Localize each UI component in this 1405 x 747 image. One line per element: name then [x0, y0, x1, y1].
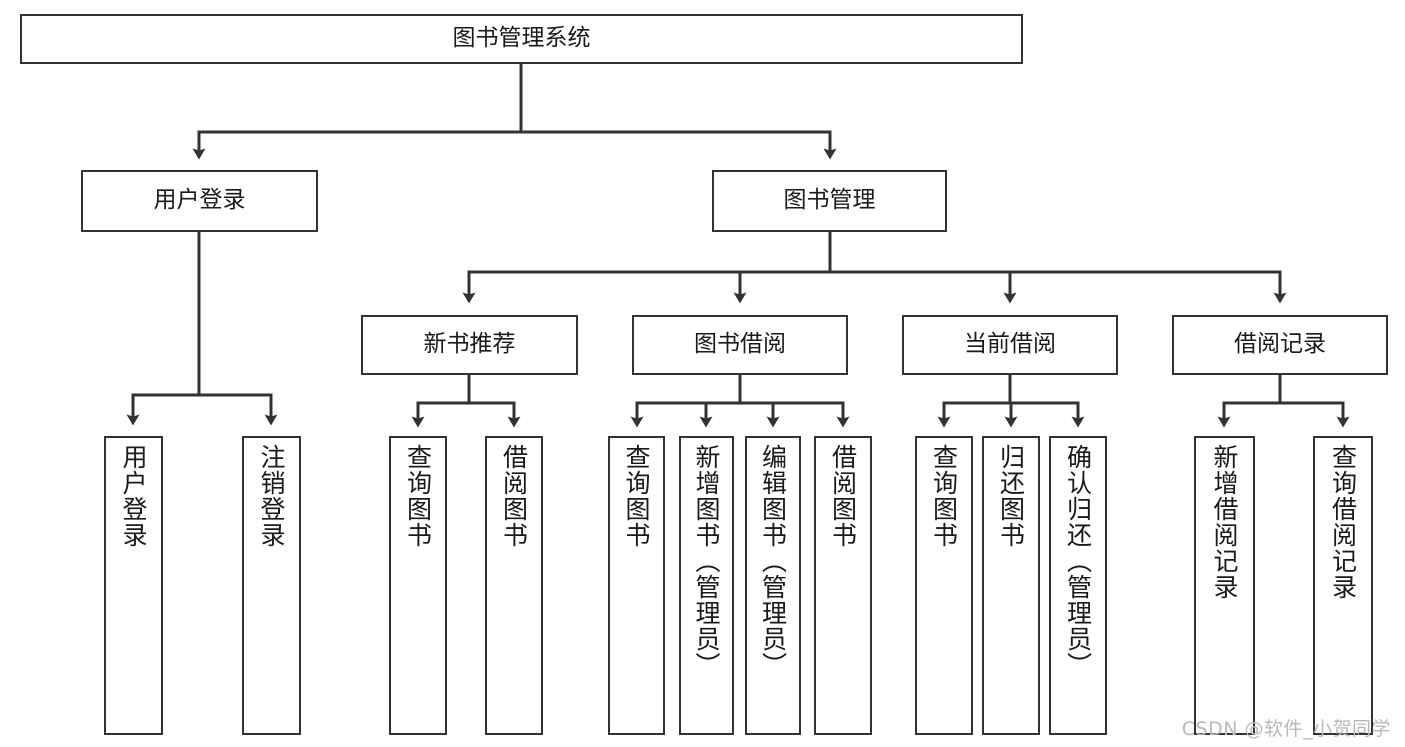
leaf-text-wrap: 编辑图书（管理员） — [747, 438, 799, 733]
node-leaf-query-book-2[interactable]: 查询图书 — [608, 436, 665, 735]
node-leaf-edit-book[interactable]: 编辑图书（管理员） — [745, 436, 801, 735]
node-leaf-return-book[interactable]: 归还图书 — [982, 436, 1040, 735]
node-label: 注销登录 — [257, 444, 286, 548]
node-root-book-management-system[interactable]: 图书管理系统 — [20, 14, 1023, 64]
node-leaf-add-book[interactable]: 新增图书（管理员） — [679, 436, 734, 735]
node-current-borrow[interactable]: 当前借阅 — [902, 315, 1118, 375]
node-label: 用户登录 — [153, 187, 246, 214]
node-book-borrow[interactable]: 图书借阅 — [632, 315, 848, 375]
leaf-text-wrap: 查询图书 — [391, 438, 445, 733]
node-user-login[interactable]: 用户登录 — [81, 170, 318, 232]
node-leaf-logout[interactable]: 注销登录 — [242, 436, 301, 735]
node-leaf-user-login[interactable]: 用户登录 — [104, 436, 163, 735]
node-book-management[interactable]: 图书管理 — [712, 170, 947, 232]
leaf-text-wrap: 注销登录 — [244, 438, 299, 733]
leaf-text-wrap: 查询借阅记录 — [1315, 438, 1371, 733]
node-leaf-query-book-3[interactable]: 查询图书 — [915, 436, 973, 735]
node-label: 图书借阅 — [694, 331, 786, 358]
node-borrow-record[interactable]: 借阅记录 — [1172, 315, 1388, 375]
node-label: 查询图书 — [622, 444, 651, 548]
node-label: 借阅图书 — [499, 444, 529, 548]
leaf-text-wrap: 查询图书 — [917, 438, 971, 733]
leaf-text-wrap: 归还图书 — [984, 438, 1038, 733]
node-label: 查询图书 — [929, 444, 959, 548]
node-new-book-recommend[interactable]: 新书推荐 — [361, 315, 578, 375]
node-leaf-borrow-book-1[interactable]: 借阅图书 — [485, 436, 543, 735]
node-label: 编辑图书（管理员） — [758, 444, 788, 678]
node-leaf-query-record[interactable]: 查询借阅记录 — [1313, 436, 1373, 735]
node-label: 归还图书 — [996, 444, 1026, 548]
node-label: 查询图书 — [403, 444, 433, 548]
leaf-text-wrap: 新增借阅记录 — [1196, 438, 1253, 733]
node-label: 查询借阅记录 — [1328, 444, 1358, 600]
node-leaf-borrow-book-2[interactable]: 借阅图书 — [814, 436, 872, 735]
node-label: 图书管理 — [783, 187, 876, 214]
leaf-text-wrap: 用户登录 — [106, 438, 161, 733]
leaf-text-wrap: 确认归还（管理员） — [1051, 438, 1105, 733]
node-label: 借阅记录 — [1234, 331, 1326, 358]
leaf-text-wrap: 查询图书 — [610, 438, 663, 733]
node-label: 用户登录 — [119, 444, 148, 548]
node-label: 借阅图书 — [828, 444, 858, 548]
leaf-text-wrap: 新增图书（管理员） — [681, 438, 732, 733]
node-label: 确认归还（管理员） — [1063, 444, 1093, 678]
node-leaf-query-book-1[interactable]: 查询图书 — [389, 436, 447, 735]
node-leaf-confirm-return[interactable]: 确认归还（管理员） — [1049, 436, 1107, 735]
node-label: 新增图书（管理员） — [692, 444, 721, 678]
node-label: 当前借阅 — [964, 331, 1056, 358]
node-label: 图书管理系统 — [452, 25, 591, 52]
node-leaf-add-record[interactable]: 新增借阅记录 — [1194, 436, 1255, 735]
node-label: 新增借阅记录 — [1210, 444, 1239, 600]
leaf-text-wrap: 借阅图书 — [816, 438, 870, 733]
node-label: 新书推荐 — [423, 331, 516, 358]
leaf-text-wrap: 借阅图书 — [487, 438, 541, 733]
